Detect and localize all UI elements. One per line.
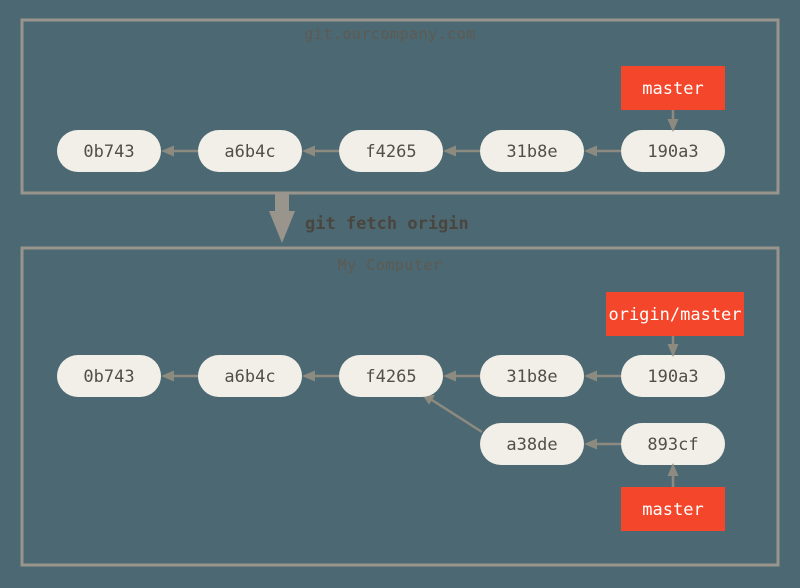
commit-node-shape [621, 423, 725, 465]
commit-node-label: 893cf [647, 435, 698, 455]
edge-local-893cf-to-local-a38de [584, 438, 621, 450]
panel-local: My Computer [20, 246, 780, 567]
commit-node[interactable]: a38de [480, 423, 584, 465]
commit-node-shape [57, 130, 161, 172]
edge-local-190a3-to-local-31b8e [584, 370, 621, 382]
branch-label-local-master[interactable]: master [621, 463, 725, 531]
edge-remote-a6b4c-to-remote-0b743 [161, 145, 198, 157]
panel-frame-remote [20, 18, 780, 195]
edge-arrowhead [584, 370, 597, 382]
commit-node-shape [339, 130, 443, 172]
commit-node[interactable]: 0b743 [57, 130, 161, 172]
edge-arrowhead [302, 145, 315, 157]
branch-box-shape [621, 487, 725, 531]
edge-arrowhead [584, 438, 597, 450]
commit-node-label: 31b8e [506, 142, 557, 162]
branch-box-shape [621, 66, 725, 110]
commit-node-label: a38de [506, 435, 557, 455]
branch-pointer-arrowhead [667, 463, 679, 476]
commit-node-shape [339, 355, 443, 397]
edges-layer [161, 145, 621, 450]
branch-box-label: master [642, 500, 703, 520]
commit-node-shape [198, 130, 302, 172]
panels-layer: git.ourcompany.com My Computer [20, 18, 780, 567]
commit-node[interactable]: 190a3 [621, 355, 725, 397]
branch-box-shape [606, 292, 744, 336]
commit-node[interactable]: 31b8e [480, 130, 584, 172]
commit-node-label: 0b743 [83, 367, 134, 387]
branch-box-label: origin/master [608, 305, 741, 325]
edge-local-a6b4c-to-local-0b743 [161, 370, 198, 382]
commit-node-label: a6b4c [224, 367, 275, 387]
edge-arrowhead [443, 145, 456, 157]
commits-layer: 0b743 a6b4c f4265 31b8e 190a3 0b743 a6b4c f4265… [57, 130, 725, 465]
commit-node-shape [480, 130, 584, 172]
commit-node[interactable]: f4265 [339, 355, 443, 397]
commit-node-label: f4265 [365, 367, 416, 387]
commit-node-label: 190a3 [647, 367, 698, 387]
edge-line [429, 397, 483, 434]
commit-node[interactable]: 31b8e [480, 355, 584, 397]
commit-node[interactable]: f4265 [339, 130, 443, 172]
commit-node-label: a6b4c [224, 142, 275, 162]
commit-node-shape [480, 355, 584, 397]
commit-node[interactable]: 0b743 [57, 355, 161, 397]
panel-title-remote: git.ourcompany.com [304, 25, 476, 43]
panel-remote: git.ourcompany.com [20, 18, 780, 195]
edge-arrowhead [302, 370, 315, 382]
fetch-arrow-icon [269, 193, 295, 243]
edge-remote-f4265-to-remote-a6b4c [302, 145, 339, 157]
branch-box-label: master [642, 79, 703, 99]
edge-local-31b8e-to-local-f4265 [443, 370, 480, 382]
commit-node[interactable]: a6b4c [198, 355, 302, 397]
edge-remote-31b8e-to-remote-f4265 [443, 145, 480, 157]
commit-node-shape [621, 130, 725, 172]
fetch-command-label: git fetch origin [305, 214, 469, 234]
edge-arrowhead [161, 145, 174, 157]
commit-node-shape [198, 355, 302, 397]
edge-local-f4265-to-local-a6b4c [302, 370, 339, 382]
edge-remote-190a3-to-remote-31b8e [584, 145, 621, 157]
commit-node[interactable]: 893cf [621, 423, 725, 465]
branch-pointer-arrowhead [667, 119, 679, 132]
commit-node[interactable]: 190a3 [621, 130, 725, 172]
branch-label-remote-master[interactable]: master [621, 66, 725, 132]
commit-node-label: 31b8e [506, 367, 557, 387]
commit-node-label: 0b743 [83, 142, 134, 162]
branch-label-local-origin-master[interactable]: origin/master [606, 292, 744, 357]
branch-labels-layer: master origin/master master [606, 66, 744, 531]
commit-node[interactable]: a6b4c [198, 130, 302, 172]
edge-arrowhead [161, 370, 174, 382]
branch-pointer-arrowhead [667, 344, 679, 357]
commit-node-shape [57, 355, 161, 397]
commit-node-label: 190a3 [647, 142, 698, 162]
edge-arrowhead [584, 145, 597, 157]
panel-frame-local [20, 246, 780, 567]
fetch-transition: git fetch origin [269, 193, 469, 243]
panel-title-local: My Computer [338, 256, 443, 274]
edge-arrowhead [443, 370, 456, 382]
commit-node-shape [621, 355, 725, 397]
commit-node-shape [480, 423, 584, 465]
commit-node-label: f4265 [365, 142, 416, 162]
